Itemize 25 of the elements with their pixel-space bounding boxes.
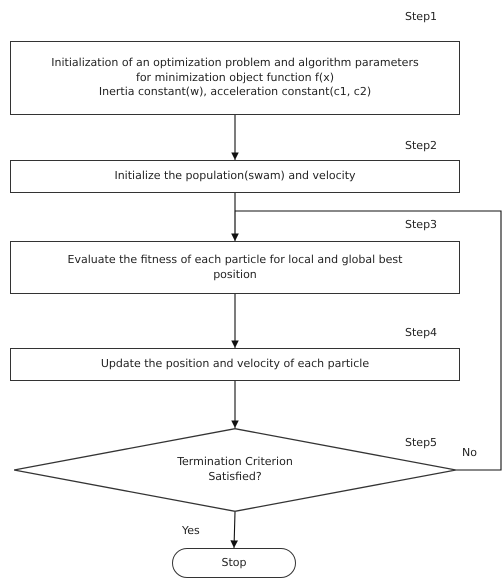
process-box — [10, 41, 460, 115]
arrow — [231, 294, 239, 348]
step-label: Step5 — [405, 436, 438, 449]
terminal-box — [172, 548, 296, 578]
edge-label: Yes — [182, 524, 200, 537]
node-text: Initialization of an optimization problem and algorithm parameters for minimization object function f(x) — [50, 56, 420, 86]
edge-label: No — [462, 446, 477, 459]
arrow — [231, 115, 239, 160]
step-label: Step4 — [405, 326, 438, 339]
process-box — [10, 241, 460, 294]
arrow — [231, 210, 502, 471]
step-label: Step1 — [405, 10, 438, 23]
node-text: Update the position and velocity of each particle — [100, 357, 370, 372]
node-text: Termination Criterion Satisfied? — [176, 455, 294, 485]
process-box — [10, 348, 460, 381]
arrow — [231, 381, 239, 428]
process-box — [10, 160, 460, 193]
node-text: Evaluate the fitness of each particle for local and global best position — [66, 252, 404, 282]
step-label: Step3 — [405, 218, 438, 231]
node-text: Initialize the population(swam) and velocity — [113, 169, 357, 184]
step-label: Step2 — [405, 139, 438, 152]
node-text: Inertia constant(w), acceleration constant(c1, c2) — [98, 85, 372, 100]
arrow — [230, 512, 238, 548]
node-text: Stop — [220, 556, 248, 570]
decision-diamond — [14, 428, 456, 512]
